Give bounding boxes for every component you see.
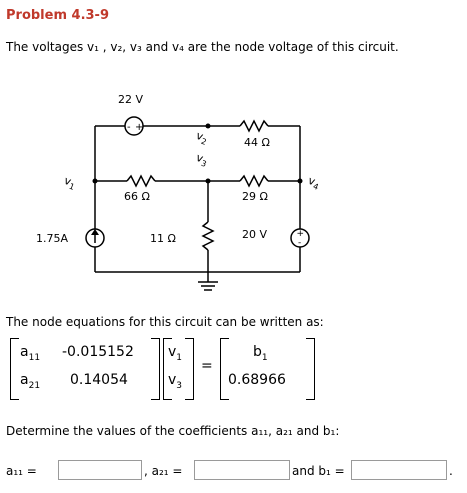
voltage-source-right-symbol (290, 228, 310, 248)
b1-answer-input[interactable] (351, 460, 447, 480)
label-20v: 20 V (242, 228, 267, 241)
matrix-a22: 0.14054 (70, 372, 128, 388)
answer-end-period: . (449, 464, 453, 478)
a11-answer-input[interactable] (58, 460, 142, 480)
matrix-a11: a11 (20, 344, 41, 363)
svg-text:-: - (127, 122, 131, 133)
b1-answer-label: and b₁ = (292, 464, 345, 478)
label-11ohm: 11 Ω (150, 232, 176, 245)
circuit-diagram: + - - + 22 V 44 Ω 66 Ω 29 Ω 11 Ω 1.75A 2… (36, 93, 322, 291)
node-v3-label: v3 (194, 151, 210, 169)
svg-text:-: - (298, 238, 301, 248)
label-29ohm: 29 Ω (242, 190, 268, 203)
question-text: Determine the values of the coefficients… (6, 424, 340, 438)
matrix-a-right-bracket (151, 338, 160, 400)
answer-row: a₁₁ = , a₂₁ = and b₁ = . (6, 458, 461, 484)
vector-x2: v3 (168, 372, 183, 391)
svg-text:+: + (297, 229, 305, 239)
label-44ohm: 44 Ω (244, 136, 270, 149)
problem-title: Problem 4.3-9 (6, 8, 109, 23)
equations-label: The node equations for this circuit can … (6, 315, 324, 329)
vector-b-right-bracket (306, 338, 315, 400)
matrix-a21: a21 (20, 372, 41, 391)
svg-text:+: + (135, 122, 143, 133)
node-equation-matrix: a11 -0.015152 a21 0.14054 v1 v3 = b1 0.6… (10, 338, 320, 402)
label-22v: 22 V (118, 93, 143, 106)
vector-b2: 0.68966 (228, 372, 286, 388)
node-v2-label: v2 (194, 129, 210, 147)
matrix-a12: -0.015152 (62, 344, 134, 360)
vector-x-left-bracket (163, 338, 172, 400)
a11-answer-label: a₁₁ = (6, 464, 37, 478)
vector-x-right-bracket (185, 338, 194, 400)
matrix-a-left-bracket (10, 338, 19, 400)
vector-x1: v1 (168, 344, 183, 363)
vector-b1: b1 (253, 344, 268, 363)
node-v4-label: v4 (306, 174, 322, 192)
a21-answer-input[interactable] (194, 460, 290, 480)
label-1-75a: 1.75A (36, 232, 68, 245)
a21-answer-label: , a₂₁ = (144, 464, 183, 478)
problem-intro: The voltages v₁ , v₂, v₃ and v₄ are the … (6, 40, 399, 54)
equals-sign: = (201, 358, 213, 374)
node-v1-label: v1 (62, 174, 78, 192)
label-66ohm: 66 Ω (124, 190, 150, 203)
vector-b-left-bracket (220, 338, 229, 400)
